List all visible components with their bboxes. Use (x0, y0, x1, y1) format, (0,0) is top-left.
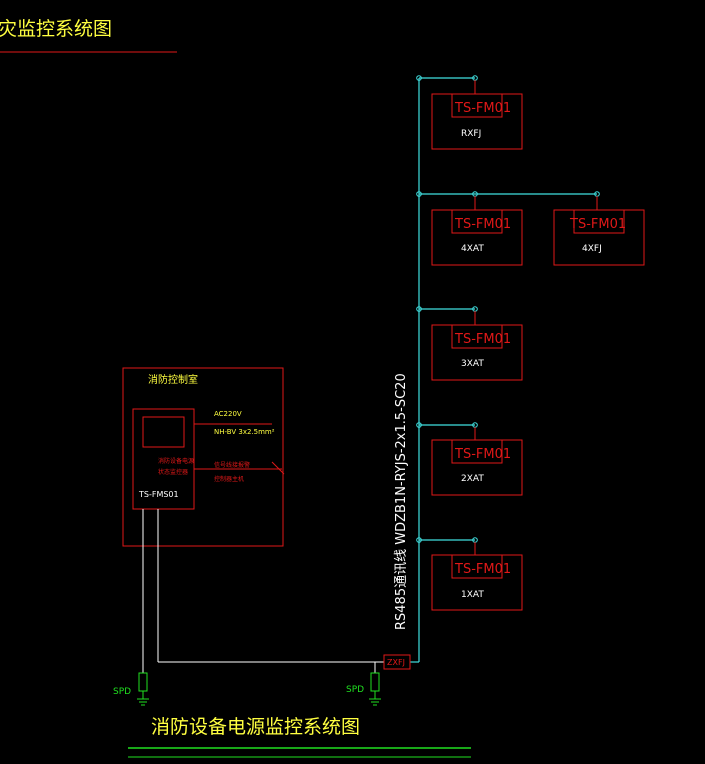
module-sub: 3XAT (461, 359, 484, 369)
module-sub: RXFJ (461, 129, 481, 139)
spd-left: SPD (113, 672, 149, 706)
module-code: TS-FM01 (569, 217, 626, 232)
bus-trunk (410, 77, 597, 663)
module-code: TS-FM01 (454, 101, 511, 116)
panel-desc-2: 状态监控器 (158, 468, 188, 476)
monitor-panel: 消防设备电源 状态监控器 TS-FMS01 (132, 408, 195, 510)
module-rxfj: TS-FM01 RXFJ (431, 93, 523, 150)
bus-cable-label: RS485通讯线 WDZB1N-RYJS-2x1.5-SC20 (394, 373, 409, 630)
bus-nodes (416, 75, 600, 543)
power-cable-label: NH-BV 3x2.5mm² (214, 428, 275, 436)
module-2xat: TS-FM01 2XAT (431, 439, 523, 496)
module-sub: 4XFJ (582, 244, 602, 254)
module-3xat: TS-FM01 3XAT (431, 324, 523, 381)
module-code: TS-FM01 (454, 447, 511, 462)
header-title: 灾监控系统图 (0, 18, 112, 40)
module-4xat: TS-FM01 4XAT (431, 209, 523, 266)
module-1xat: TS-FM01 1XAT (431, 554, 523, 611)
module-drops (474, 80, 598, 555)
module-sub: 4XAT (461, 244, 484, 254)
module-4xfj: TS-FM01 4XFJ (553, 209, 645, 266)
panel-desc-1: 消防设备电源 (158, 457, 194, 465)
spd-right-label: SPD (346, 685, 364, 695)
junction-label: ZXFJ (387, 658, 405, 667)
footer-title: 消防设备电源监控系统图 (151, 716, 360, 738)
module-code: TS-FM01 (454, 332, 511, 347)
power-feed (194, 423, 285, 475)
spd-left-label: SPD (113, 687, 131, 697)
module-sub: 1XAT (461, 590, 484, 600)
module-code: TS-FM01 (454, 562, 511, 577)
ac-label: AC220V (214, 410, 242, 418)
spd-right: SPD (346, 672, 381, 706)
module-code: TS-FM01 (454, 217, 511, 232)
panel-wiring (142, 509, 384, 673)
control-room-label: 消防控制室 (148, 373, 198, 386)
junction-box: ZXFJ (383, 654, 411, 670)
panel-screen (142, 416, 185, 448)
control-room: 消防控制室 消防设备电源 状态监控器 TS-FMS01 AC220V NH-BV… (122, 367, 285, 547)
module-sub: 2XAT (461, 474, 484, 484)
link-label-2: 控制器主机 (214, 475, 244, 483)
panel-code: TS-FMS01 (138, 490, 179, 499)
link-label-1: 信号线接报警 (214, 461, 250, 469)
